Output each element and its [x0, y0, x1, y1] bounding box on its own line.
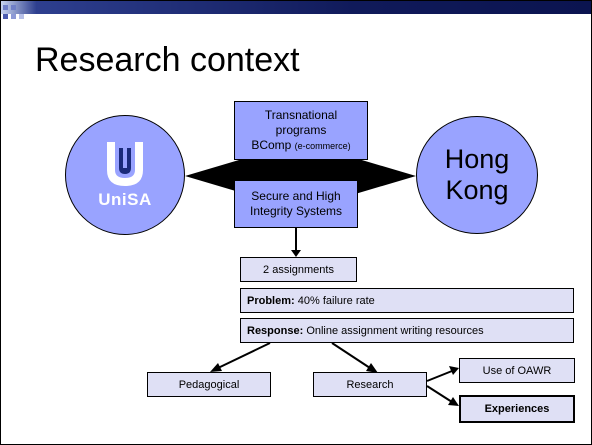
use-of-oawr-box: Use of OAWR — [459, 358, 575, 383]
response-label: Response: — [247, 324, 304, 337]
transnational-line3: BComp (e-commerce) — [251, 138, 350, 154]
decorative-square — [3, 5, 8, 10]
unisa-logo-text: UniSA — [98, 190, 152, 209]
connector-research-to-experiences — [426, 385, 453, 403]
research-box: Research — [313, 372, 427, 397]
experiences-text: Experiences — [484, 403, 550, 415]
arrowhead — [366, 363, 378, 373]
connector-research-to-use — [426, 370, 453, 382]
experiences-box: Experiences — [459, 395, 575, 423]
connector-response-to-pedagogical — [217, 342, 271, 369]
hong-kong-line1: Hong — [444, 144, 510, 174]
hong-kong-line2: Kong — [445, 175, 509, 205]
transnational-line3-small: (e-commerce) — [294, 140, 351, 151]
unisa-circle: UniSA — [65, 115, 185, 235]
secure-systems-box: Secure and High Integrity Systems — [234, 180, 358, 228]
slide-title: Research context — [35, 41, 300, 79]
arrowhead — [448, 397, 459, 406]
decorative-square — [3, 14, 8, 19]
hong-kong-circle: Hong Kong — [416, 116, 538, 234]
response-box: Response: Online assignment writing reso… — [240, 318, 574, 343]
secure-line2: Integrity Systems — [249, 204, 343, 218]
unisa-logo: UniSA — [98, 140, 152, 210]
assignments-box: 2 assignments — [240, 257, 357, 282]
secure-line1: Secure and High — [251, 189, 341, 203]
unisa-logo-icon — [107, 142, 143, 186]
problem-text: 40% failure rate — [297, 294, 375, 307]
connector-response-to-research — [331, 342, 371, 369]
response-text: Online assignment writing resources — [306, 324, 484, 337]
problem-box: Problem: 40% failure rate — [240, 288, 574, 313]
arrowhead — [291, 250, 301, 257]
transnational-line2: programs — [275, 122, 327, 137]
assignments-text: 2 assignments — [263, 263, 334, 276]
arrowhead — [210, 363, 222, 372]
pedagogical-box: Pedagogical — [147, 372, 271, 397]
use-of-oawr-text: Use of OAWR — [482, 364, 552, 377]
decorative-square — [11, 5, 16, 10]
decorative-square — [19, 14, 24, 19]
research-text: Research — [346, 378, 394, 391]
problem-label: Problem: — [247, 294, 295, 307]
transnational-line3-main: BComp — [251, 137, 292, 152]
pedagogical-text: Pedagogical — [178, 378, 240, 391]
decorative-square — [11, 14, 16, 19]
arrowhead — [449, 366, 459, 375]
transnational-programs-box: Transnational programs BComp (e-commerce… — [234, 101, 368, 160]
header-bar — [1, 1, 591, 14]
transnational-line1: Transnational — [264, 107, 338, 122]
